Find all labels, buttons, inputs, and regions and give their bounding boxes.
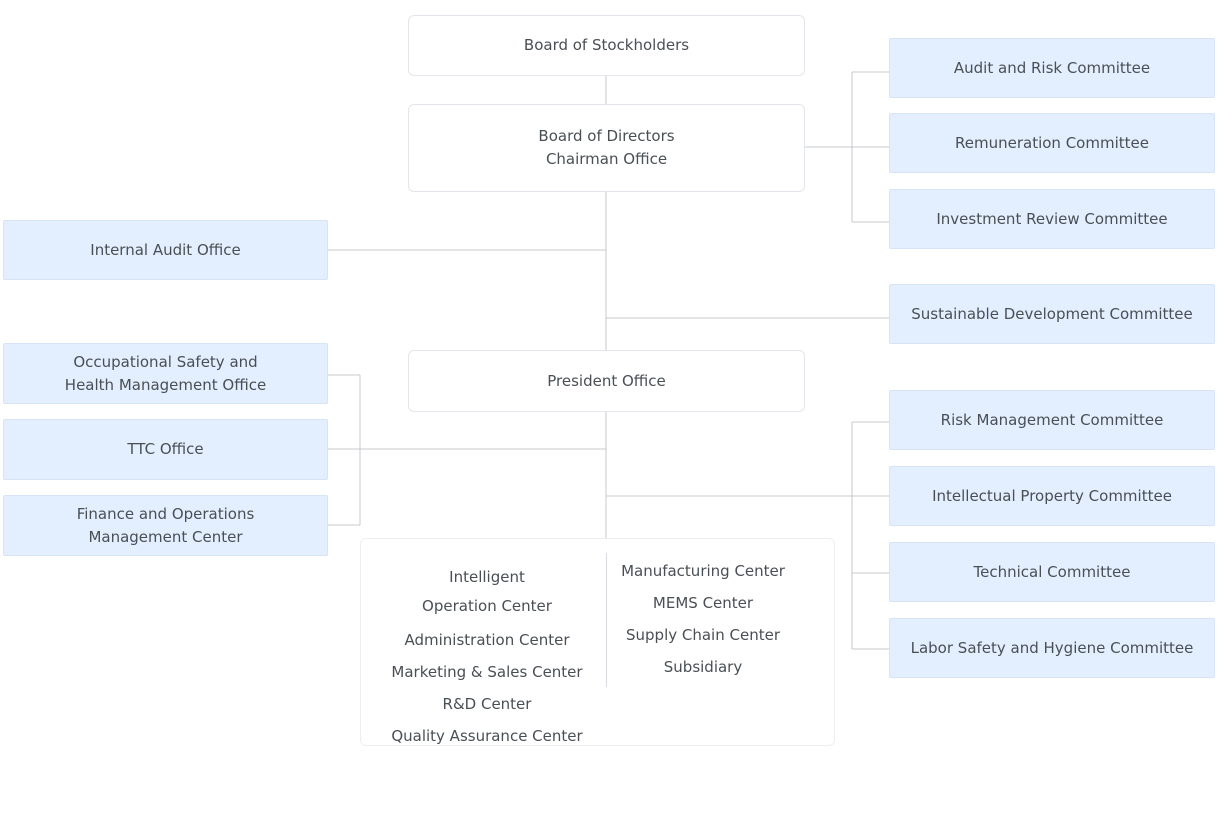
labor-safety-committee-box: Labor Safety and Hygiene Committee [889,618,1215,678]
center-item: Administration Center [404,631,570,649]
occupational-safety-office-box: Occupational Safety and Health Managemen… [3,343,328,404]
office-label: Occupational Safety and Health Managemen… [64,352,267,394]
president-office-label: President Office [547,371,666,390]
technical-committee-box: Technical Committee [889,542,1215,602]
centers-divider [606,553,607,687]
board-of-stockholders-label: Board of Stockholders [523,36,690,54]
committee-label: Technical Committee [973,562,1131,581]
finance-operations-center-box: Finance and Operations Management Center [3,495,328,556]
office-label: Internal Audit Office [90,240,241,259]
sustainable-development-committee-box: Sustainable Development Committee [889,284,1215,344]
center-item: Supply Chain Center [626,626,780,644]
board-of-directors-label: Board of Directors Chairman Office [538,127,675,168]
investment-review-committee-box: Investment Review Committee [889,189,1215,249]
committee-label: Investment Review Committee [936,209,1168,228]
audit-risk-committee-box: Audit and Risk Committee [889,38,1215,98]
internal-audit-office-box: Internal Audit Office [3,220,328,280]
centers-right-column: Manufacturing Center MEMS Center Supply … [613,555,793,683]
committee-label: Risk Management Committee [940,410,1164,429]
committee-label: Intellectual Property Committee [932,486,1172,505]
committee-label: Labor Safety and Hygiene Committee [910,638,1194,657]
business-centers-box: Intelligent Operation Center Administrat… [360,538,835,746]
center-item: Manufacturing Center [621,562,785,580]
president-office-box: President Office [408,350,805,412]
intellectual-property-committee-box: Intellectual Property Committee [889,466,1215,526]
committee-label: Audit and Risk Committee [953,58,1151,77]
center-item: Intelligent Operation Center [422,568,552,615]
centers-left-column: Intelligent Operation Center Administrat… [387,557,587,752]
center-item: R&D Center [442,695,532,713]
remuneration-committee-box: Remuneration Committee [889,113,1215,173]
center-item: Subsidiary [663,658,743,676]
risk-management-committee-box: Risk Management Committee [889,390,1215,450]
board-of-directors-box: Board of Directors Chairman Office [408,104,805,192]
office-label: Finance and Operations Management Center [76,504,255,546]
board-of-stockholders-box: Board of Stockholders [408,15,805,76]
committee-label: Remuneration Committee [955,133,1149,152]
center-item: MEMS Center [652,594,754,612]
ttc-office-box: TTC Office [3,419,328,480]
office-label: TTC Office [127,440,204,458]
center-item: Marketing & Sales Center [391,663,583,681]
center-item: Quality Assurance Center [391,727,583,745]
committee-label: Sustainable Development Committee [911,304,1193,323]
